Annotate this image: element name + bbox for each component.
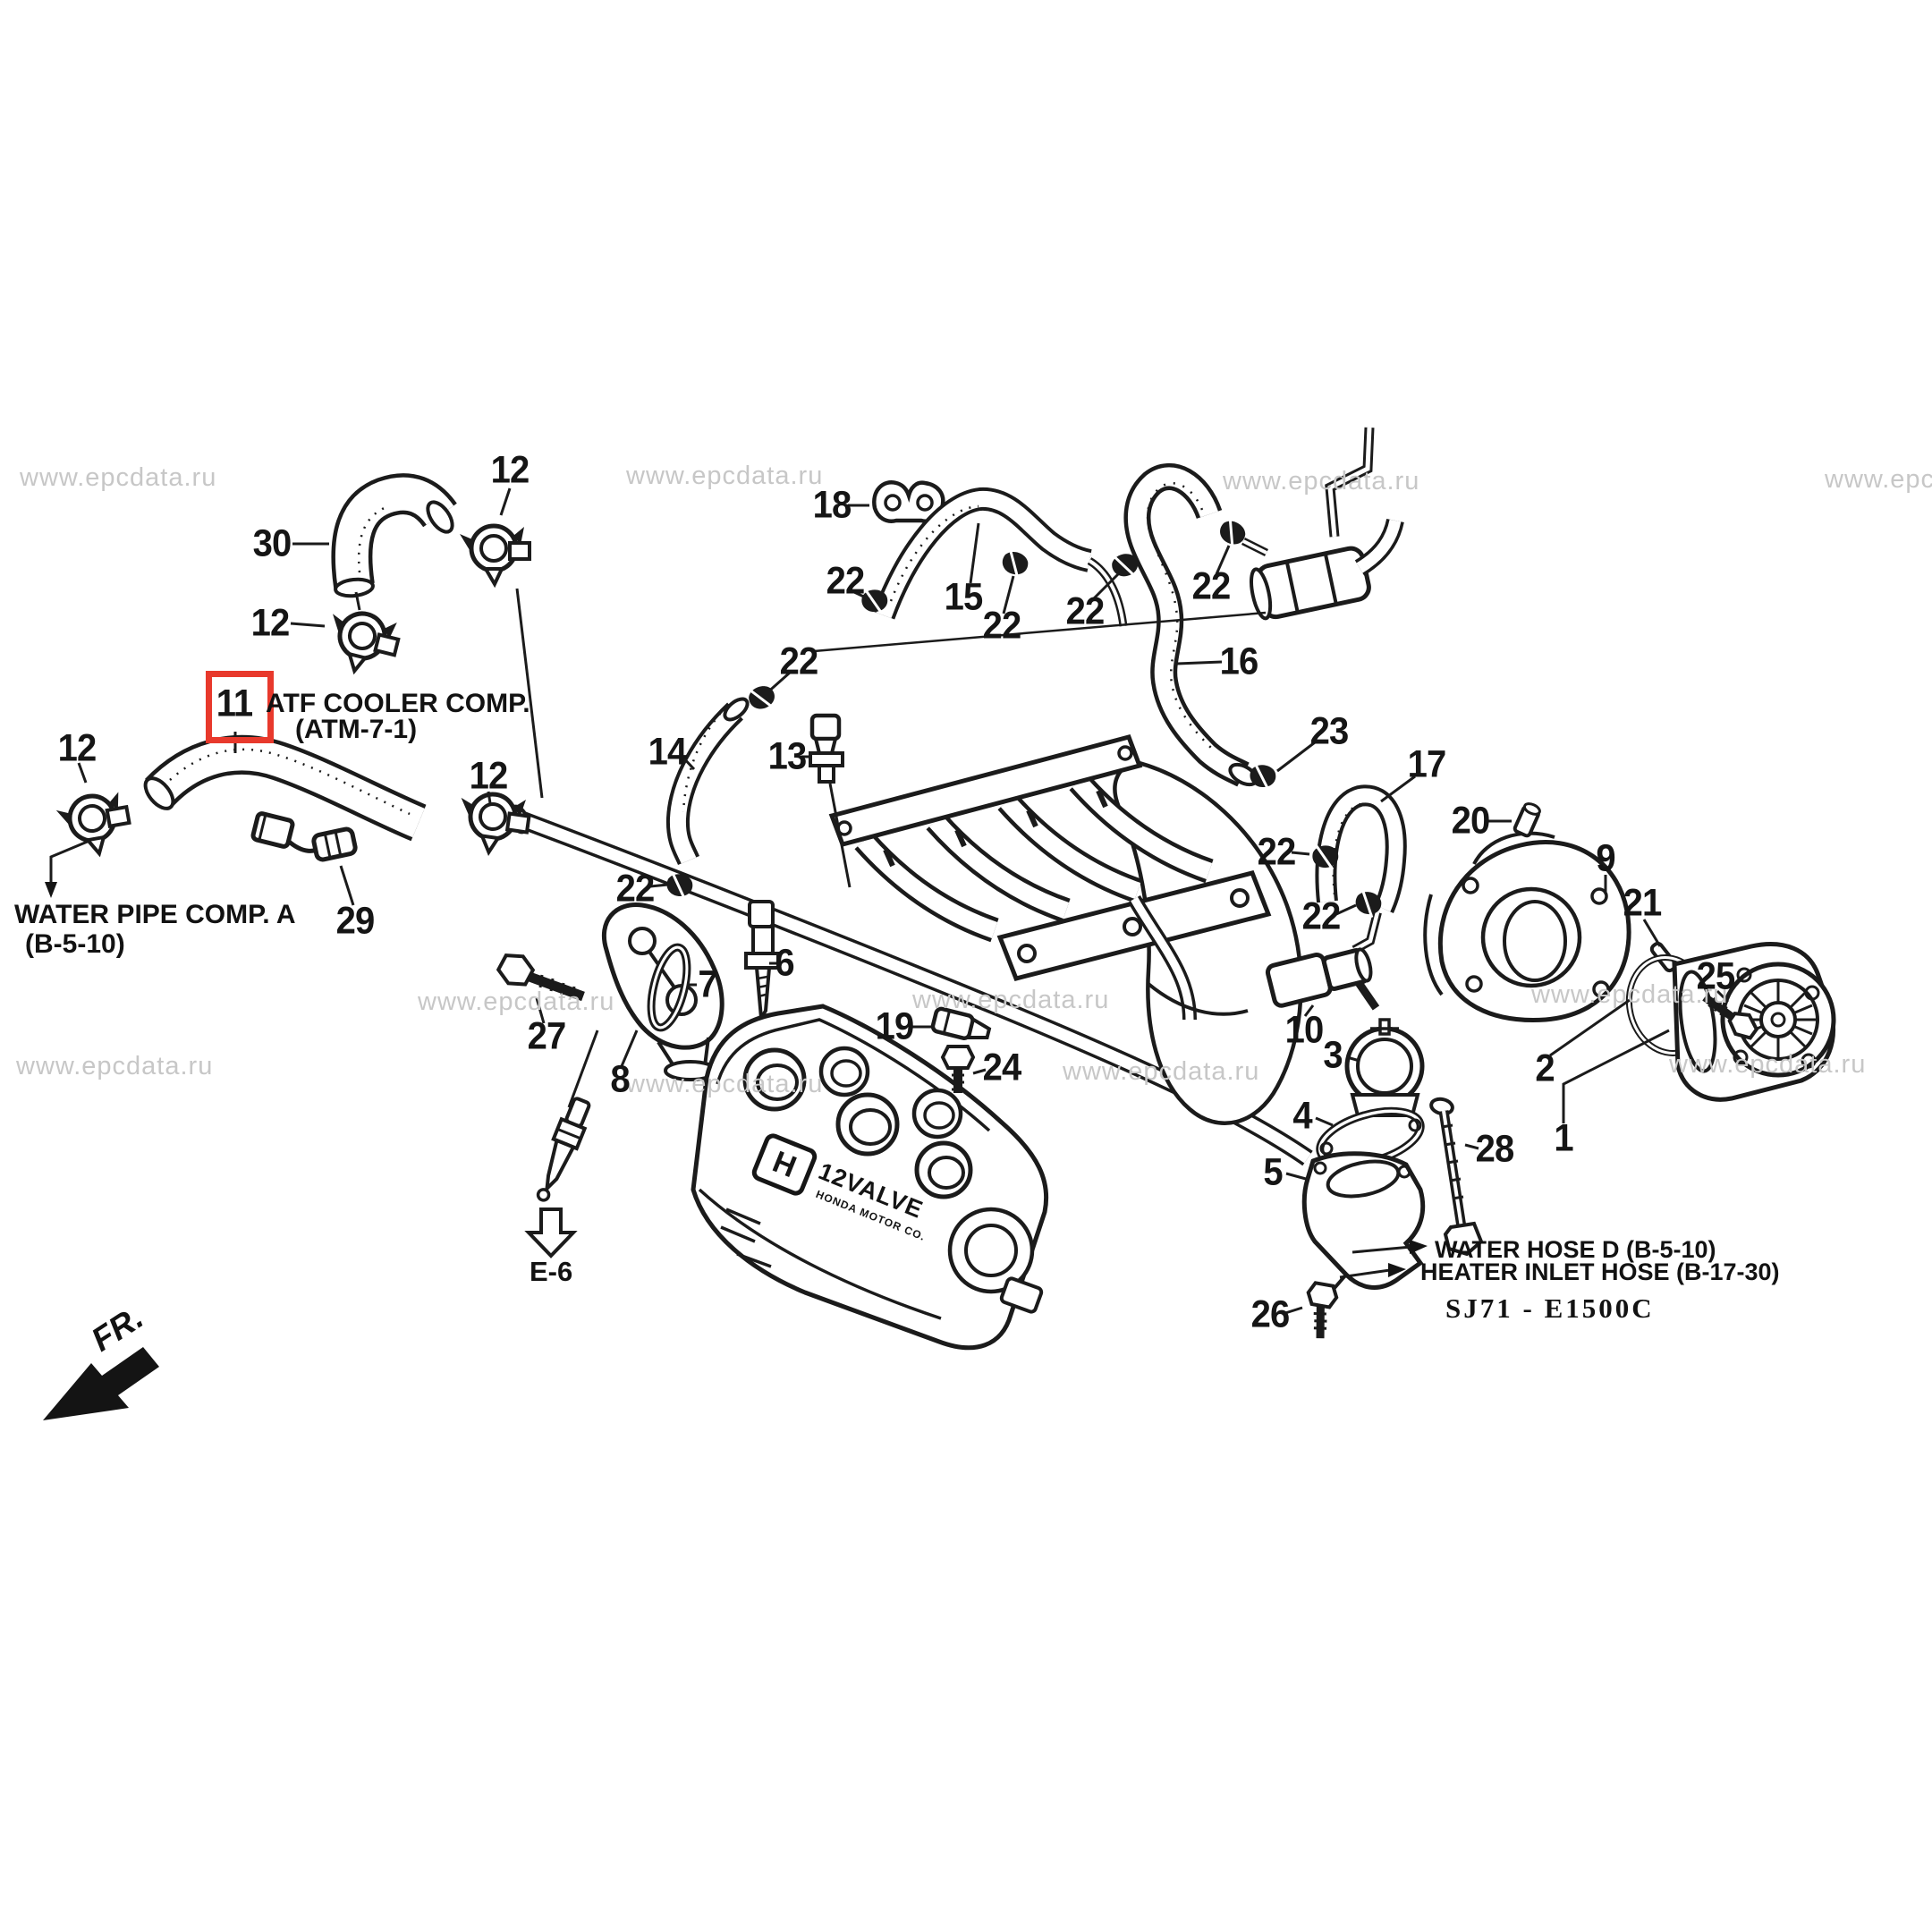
part-number-callout-15[interactable]: 15 [944, 575, 984, 619]
part-number-callout-22[interactable]: 22 [615, 867, 656, 911]
text-label-heater-inlet-hose: HEATER INLET HOSE (B-17-30) [1420, 1258, 1780, 1285]
watermark: www.epcdata.ru [1063, 1057, 1260, 1086]
thermostat-3-drawing [1344, 1018, 1425, 1117]
watermark: www.epcdata.ru [1669, 1050, 1867, 1079]
bolt-27-drawing [496, 953, 585, 1002]
bracket-8-drawing [601, 902, 724, 1081]
part-number-callout-26[interactable]: 26 [1250, 1292, 1291, 1336]
watermark: www.epcdata.ru [1531, 980, 1729, 1009]
bolt-24-drawing [940, 1045, 976, 1093]
part-number-callout-22[interactable]: 22 [1065, 589, 1106, 633]
watermark: www.epcdata.ru [626, 462, 824, 490]
part-number-callout-3[interactable]: 3 [1323, 1033, 1343, 1077]
part-number-callout-23[interactable]: 23 [1309, 709, 1350, 753]
part-number-callout-16[interactable]: 16 [1219, 640, 1259, 683]
housing-5-drawing [1301, 1151, 1426, 1290]
part-number-callout-4[interactable]: 4 [1292, 1094, 1312, 1138]
front-direction-arrow [43, 1347, 159, 1420]
part-number-callout-29[interactable]: 29 [335, 899, 376, 943]
part-number-callout-28[interactable]: 28 [1475, 1127, 1515, 1171]
part-number-callout-17[interactable]: 17 [1407, 742, 1447, 786]
part-number-callout-5[interactable]: 5 [1263, 1150, 1283, 1194]
part-number-callout-18[interactable]: 18 [812, 483, 852, 527]
text-label-engine-ref: E-6 [530, 1256, 573, 1287]
hose-14-drawing [665, 697, 750, 866]
watermark: www.epcdata.ru [20, 463, 217, 492]
text-label-waterpipe-line1: WATER PIPE COMP. A [14, 900, 296, 929]
joint-sensor-29-drawing [250, 811, 358, 862]
part-number-callout-30[interactable]: 30 [252, 521, 292, 565]
leader-lines [49, 487, 1730, 1315]
solenoid-10-drawing [1265, 947, 1380, 1011]
hose-11-drawing [143, 734, 427, 842]
sensor-19-drawing [930, 1006, 992, 1040]
bolt-26-drawing [1306, 1281, 1339, 1339]
part-number-callout-25[interactable]: 25 [1696, 954, 1736, 998]
text-label-catalog-code: SJ71 - E1500C [1445, 1292, 1655, 1324]
leader-arrowheads [45, 882, 1428, 1277]
watermark: www.epcdata.ru [626, 1070, 824, 1098]
watermark: www.epcdata.ru [1223, 467, 1420, 496]
spark-sensor-drawing [536, 1030, 599, 1202]
part-number-callout-27[interactable]: 27 [527, 1014, 567, 1058]
part-number-callout-22[interactable]: 22 [826, 559, 866, 603]
part-number-callout-7[interactable]: 7 [698, 962, 717, 1006]
part-number-callout-11[interactable]: 11 [216, 682, 253, 725]
text-label-waterpipe-line2: (B-5-10) [25, 929, 125, 959]
part-number-callout-13[interactable]: 13 [767, 734, 808, 778]
part-number-callout-2[interactable]: 2 [1535, 1046, 1555, 1090]
part-number-callout-12[interactable]: 12 [490, 448, 530, 492]
part-number-callout-10[interactable]: 10 [1284, 1008, 1325, 1052]
part-number-callout-8[interactable]: 8 [610, 1057, 630, 1101]
sensor-20-drawing [1513, 802, 1541, 838]
part-number-callout-22[interactable]: 22 [1191, 564, 1232, 608]
clip-18-drawing [872, 480, 945, 523]
part-number-callout-19[interactable]: 19 [875, 1004, 915, 1048]
part-number-callout-20[interactable]: 20 [1451, 799, 1491, 843]
e6-reference-arrow [524, 1208, 578, 1258]
part-number-callout-22[interactable]: 22 [982, 604, 1022, 648]
highlighted-part-box[interactable] [206, 671, 274, 743]
bolt-25-drawing [1702, 994, 1759, 1040]
text-label-water-hose-d: WATER HOSE D (B-5-10) [1435, 1236, 1716, 1263]
sensor-13-drawing [809, 713, 852, 888]
hose-16-drawing [1123, 463, 1258, 787]
part-number-callout-9[interactable]: 9 [1596, 836, 1615, 880]
part-number-callout-21[interactable]: 21 [1623, 881, 1663, 925]
text-label-atf-line2: (ATM-7-1) [295, 715, 418, 744]
part-number-callout-14[interactable]: 14 [648, 730, 688, 774]
hose-15-drawing [872, 487, 1128, 627]
part-number-callout-12[interactable]: 12 [57, 726, 97, 770]
intake-manifold-drawing [828, 734, 1303, 1125]
watermark: www.epcdata.ru [912, 986, 1110, 1014]
watermark: www.epcdata.ru [1825, 465, 1932, 494]
passage-9-drawing [1423, 831, 1631, 1022]
watermark: www.epcdata.ru [418, 987, 615, 1016]
part-number-callout-12[interactable]: 12 [250, 601, 291, 645]
text-label-atf-line1: ATF COOLER COMP. [266, 689, 530, 718]
part-number-callout-12[interactable]: 12 [469, 754, 509, 798]
valve-assembly-drawing [813, 427, 1404, 653]
oring-7-drawing [647, 943, 691, 1032]
watermark: www.epcdata.ru [16, 1052, 214, 1080]
part-number-callout-22[interactable]: 22 [1257, 830, 1297, 874]
part-number-callout-1[interactable]: 1 [1554, 1116, 1573, 1160]
part-number-callout-22[interactable]: 22 [779, 640, 819, 683]
part-number-callout-6[interactable]: 6 [775, 941, 794, 985]
part-number-callout-24[interactable]: 24 [982, 1046, 1022, 1089]
bolt-28-drawing [1429, 1097, 1484, 1257]
sensor-6-drawing [744, 900, 780, 1024]
hose-30-drawing [331, 473, 457, 598]
part-number-callout-22[interactable]: 22 [1301, 894, 1342, 938]
